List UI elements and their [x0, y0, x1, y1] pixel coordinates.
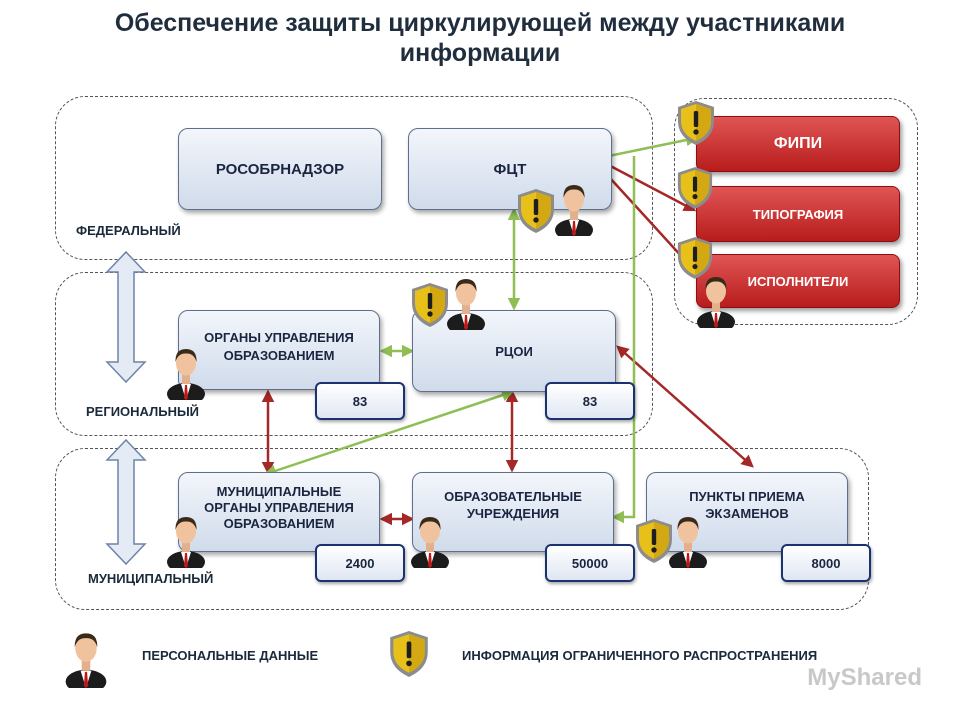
- rcoi-label: РЦОИ: [495, 343, 533, 359]
- rcoi-mun-link: [263, 389, 515, 477]
- executors-label: ИСПОЛНИТЕЛИ: [747, 273, 849, 289]
- regional-level-label: РЕГИОНАЛЬНЫЙ: [86, 404, 200, 419]
- title-line-1: Обеспечение защиты циркулирующей между у…: [114, 9, 846, 37]
- rcoi-count: 83: [545, 382, 635, 420]
- rcoi-box[interactable]: РЦОИ: [412, 310, 616, 392]
- federal-regional-level-arrow: [105, 250, 147, 384]
- organs-label-line-2: ОБРАЗОВАНИЕМ: [223, 348, 335, 363]
- legend-personal-data: ПЕРСОНАЛЬНЫЕ ДАННЫЕ: [142, 648, 319, 663]
- federal-level-label: ФЕДЕРАЛЬНЫЙ: [76, 223, 181, 238]
- fct-shield-icon: [516, 188, 556, 234]
- organs-label-line-1: ОРГАНЫ УПРАВЛЕНИЯ: [204, 330, 354, 345]
- mun-label-line-1: МУНИЦИПАЛЬНЫЕ: [216, 484, 342, 499]
- edu-label-line-1: ОБРАЗОВАТЕЛЬНЫЕ: [444, 489, 582, 504]
- edu-box[interactable]: ОБРАЗОВАТЕЛЬНЫЕ УЧРЕЖДЕНИЯ: [412, 472, 614, 552]
- fct-person-icon: [554, 180, 594, 236]
- typography-label: ТИПОГРАФИЯ: [752, 206, 844, 222]
- mun-box[interactable]: МУНИЦИПАЛЬНЫЕ ОРГАНЫ УПРАВЛЕНИЯ ОБРАЗОВА…: [178, 472, 380, 552]
- mun-person-icon: [166, 512, 206, 568]
- fipi-shield-icon: [676, 100, 716, 146]
- rcoi-person-icon: [446, 274, 486, 330]
- fipi-edu-link: [611, 156, 636, 524]
- mun-label-line-3: ОБРАЗОВАНИЕМ: [223, 516, 335, 531]
- mun-label-line-2: ОРГАНЫ УПРАВЛЕНИЯ: [204, 500, 354, 515]
- rosobrnadzor-label: РОСОБРНАДЗОР: [215, 160, 345, 178]
- ppe-box[interactable]: ПУНКТЫ ПРИЕМА ЭКЗАМЕНОВ: [646, 472, 848, 552]
- edu-label-line-2: УЧРЕЖДЕНИЯ: [466, 506, 560, 521]
- watermark: MyShared: [807, 664, 922, 691]
- regional-municipal-level-arrow: [105, 438, 147, 566]
- page-title: Обеспечение защиты циркулирующей между у…: [60, 8, 900, 68]
- rcoi-shield-icon: [410, 282, 450, 328]
- edu-count: 50000: [545, 544, 635, 582]
- title-line-2: информации: [399, 39, 561, 67]
- ppe-person-icon: [668, 512, 708, 568]
- ppe-count: 8000: [781, 544, 871, 582]
- ppe-label-line-1: ПУНКТЫ ПРИЕМА: [689, 489, 805, 504]
- typography-shield-icon: [676, 166, 714, 210]
- fipi-box[interactable]: ФИПИ: [696, 116, 900, 172]
- rcoi-ppe-link: [616, 345, 754, 468]
- mun-count: 2400: [315, 544, 405, 582]
- executors-person-icon: [696, 272, 736, 328]
- typography-box[interactable]: ТИПОГРАФИЯ: [696, 186, 900, 242]
- municipal-level-label: МУНИЦИПАЛЬНЫЙ: [88, 571, 214, 586]
- edu-person-icon: [410, 512, 450, 568]
- fct-label: ФЦТ: [493, 160, 527, 178]
- organs-count: 83: [315, 382, 405, 420]
- executors-box[interactable]: ИСПОЛНИТЕЛИ: [696, 254, 900, 308]
- organs-person-icon: [166, 344, 206, 400]
- fipi-label: ФИПИ: [773, 135, 823, 152]
- ppe-label-line-2: ЭКЗАМЕНОВ: [705, 506, 789, 521]
- legend-restricted-info: ИНФОРМАЦИЯ ОГРАНИЧЕННОГО РАСПРОСТРАНЕНИЯ: [462, 648, 818, 663]
- rosobrnadzor-box[interactable]: РОСОБРНАДЗОР: [178, 128, 382, 210]
- legend-shield-icon: [388, 630, 430, 678]
- legend-person-icon: [64, 628, 108, 688]
- organs-box[interactable]: ОРГАНЫ УПРАВЛЕНИЯ ОБРАЗОВАНИЕМ: [178, 310, 380, 390]
